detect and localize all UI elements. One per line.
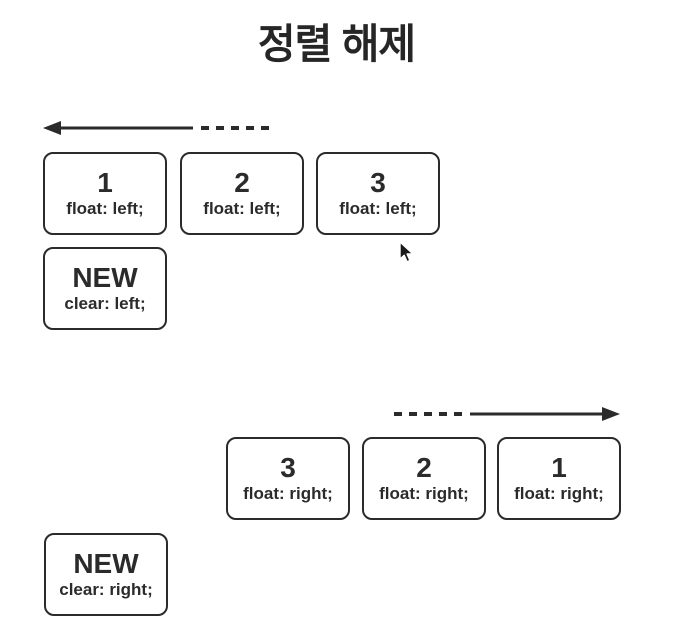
box-css-code: float: right;: [379, 483, 469, 503]
left-arrow-icon: [43, 121, 269, 135]
box-css-code: float: left;: [66, 198, 144, 218]
diagram-title: 정렬 해제: [257, 21, 416, 67]
float-left-box-3: 3 float: left;: [316, 152, 440, 235]
box-number: NEW: [72, 261, 138, 293]
box-number: 2: [234, 166, 250, 198]
box-css-code: float: right;: [243, 483, 333, 503]
float-left-box-1: 1 float: left;: [43, 152, 167, 235]
box-number: 3: [370, 166, 386, 198]
box-css-code: float: right;: [514, 483, 604, 503]
clear-right-box: NEW clear: right;: [44, 533, 168, 616]
box-number: 1: [551, 451, 567, 483]
box-css-code: clear: right;: [59, 579, 153, 599]
clear-left-box: NEW clear: left;: [43, 247, 167, 330]
float-right-box-3: 3 float: right;: [226, 437, 350, 520]
box-css-code: float: left;: [203, 198, 281, 218]
float-left-box-2: 2 float: left;: [180, 152, 304, 235]
box-number: 2: [416, 451, 432, 483]
float-right-box-1: 1 float: right;: [497, 437, 621, 520]
box-number: 1: [97, 166, 113, 198]
box-css-code: float: left;: [339, 198, 417, 218]
box-css-code: clear: left;: [64, 293, 146, 313]
float-right-box-2: 2 float: right;: [362, 437, 486, 520]
box-number: 3: [280, 451, 296, 483]
mouse-cursor-icon: [399, 241, 414, 263]
right-arrow-icon: [394, 407, 620, 421]
box-number: NEW: [73, 547, 139, 579]
